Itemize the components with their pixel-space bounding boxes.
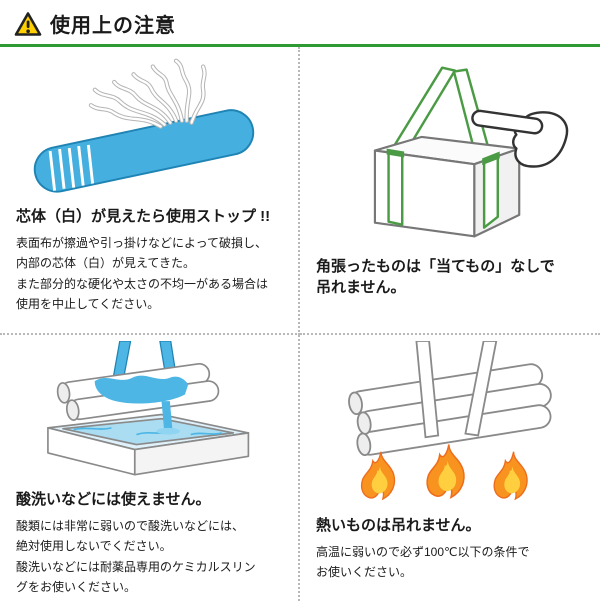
box-sling-illustration bbox=[316, 55, 584, 250]
section-body: 高温に弱いので必ず100℃以下の条件で お使いください。 bbox=[316, 545, 530, 580]
section-heading: 酸洗いなどには使えません。 bbox=[16, 491, 211, 508]
sling-straps bbox=[415, 341, 498, 439]
acid-bath-illustration bbox=[16, 341, 282, 483]
hot-load-illustration bbox=[316, 341, 584, 509]
acid-stream bbox=[161, 401, 173, 430]
section-heading: 熱いものは吊れません。 bbox=[316, 517, 481, 534]
section-acid: 酸洗いなどには使えません。 酸類には非常に弱いので酸洗いなどには、 絶対使用しな… bbox=[0, 335, 300, 601]
acid-tank bbox=[47, 413, 250, 476]
sling-loops bbox=[391, 66, 490, 153]
page-title: 使用上の注意 bbox=[50, 15, 176, 37]
acid-on-sling bbox=[94, 375, 189, 404]
section-heading: 芯体（白）が見えたら使用ストップ !! bbox=[16, 208, 271, 225]
flame-icon bbox=[360, 444, 528, 501]
section-heading: 角張ったものは「当てもの」なしで 吊れません。 bbox=[316, 258, 555, 296]
section-body: 酸類には非常に弱いので酸洗いなどには、 絶対使用しないでください。 酸洗いなどに… bbox=[16, 519, 256, 595]
green-divider bbox=[0, 44, 600, 47]
page-header: 使用上の注意 bbox=[0, 0, 600, 44]
section-sharp-edges: 角張ったものは「当てもの」なしで 吊れません。 bbox=[300, 47, 600, 335]
section-body: 表面布が擦過や引っ掛けなどによって破損し、 内部の芯体（白）が見えてきた。 また… bbox=[16, 236, 269, 312]
section-core-exposed: 芯体（白）が見えたら使用ストップ !! 表面布が擦過や引っ掛けなどによって破損し… bbox=[0, 47, 300, 335]
splash bbox=[156, 427, 180, 435]
sling-damage-illustration bbox=[16, 55, 282, 200]
warning-triangle-icon bbox=[14, 11, 42, 36]
strap-edge-pads bbox=[386, 148, 500, 166]
core-threads bbox=[89, 59, 206, 128]
pointing-hand-icon bbox=[471, 109, 569, 168]
caution-grid: 芯体（白）が見えたら使用ストップ !! 表面布が擦過や引っ掛けなどによって破損し… bbox=[0, 47, 600, 601]
section-heat: 熱いものは吊れません。 高温に弱いので必ず100℃以下の条件で お使いください。 bbox=[300, 335, 600, 601]
pipe-bundle bbox=[348, 363, 552, 457]
